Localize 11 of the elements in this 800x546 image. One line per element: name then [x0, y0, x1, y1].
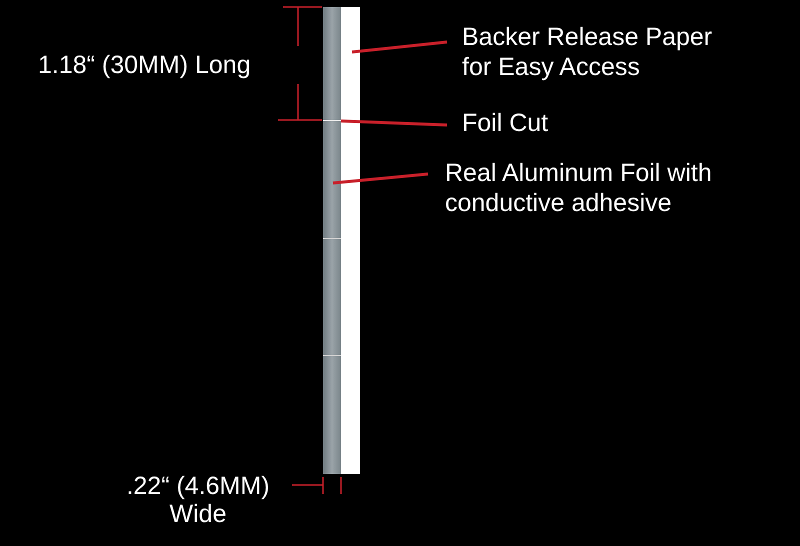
foil-strip	[323, 7, 341, 474]
leader-line	[340, 120, 448, 126]
dimension-label: 1.18“ (30MM) Long	[38, 50, 252, 80]
callout-label: Real Aluminum Foil with conductive adhesive	[445, 158, 713, 218]
leader-line	[332, 172, 428, 184]
callout-label: Backer Release Paper for Easy Access	[462, 22, 714, 82]
dimension-label: .22“ (4.6MM) Wide	[125, 472, 271, 528]
callout-label: Foil Cut	[462, 108, 550, 138]
leader-line	[352, 40, 448, 54]
backer-paper-strip	[341, 7, 360, 474]
foil-cut-line	[323, 120, 341, 121]
